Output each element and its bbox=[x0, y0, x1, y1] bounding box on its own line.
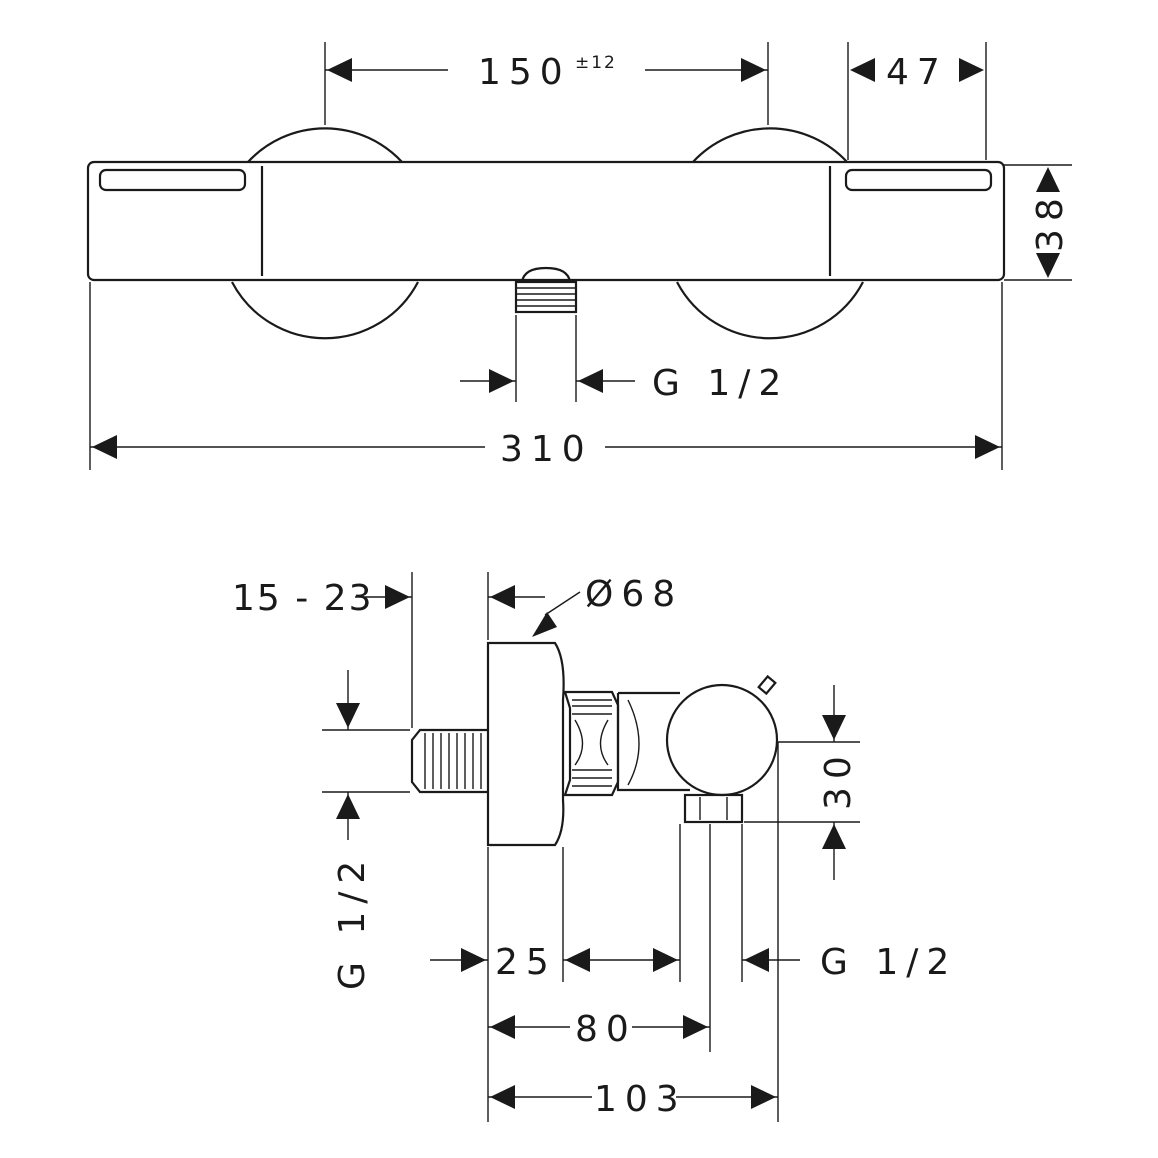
left-handle-slot bbox=[98, 168, 247, 192]
dimension-nut-to-outlet bbox=[563, 948, 680, 972]
dim-label-15-23: 15 - 23 bbox=[232, 578, 374, 619]
extension-lines bbox=[487, 742, 779, 1122]
dimension-30: 30 bbox=[744, 685, 860, 880]
dim-label-47: 47 bbox=[886, 52, 948, 93]
dim-label-g12-top: G 1/2 bbox=[652, 363, 789, 404]
dimension-inlet-thread: G 1/2 bbox=[322, 670, 410, 990]
dim-label-30: 30 bbox=[818, 748, 859, 810]
left-mount-arc-top bbox=[247, 127, 403, 163]
dim-label-80: 80 bbox=[575, 1009, 637, 1050]
dim-label-diameter-68: Ø68 bbox=[585, 574, 683, 615]
mixer-body bbox=[86, 160, 1006, 282]
thermostat-body bbox=[616, 691, 690, 792]
lower-outlet bbox=[683, 793, 744, 824]
side-view: 15 - 23 Ø68 G 1/2 30 bbox=[232, 572, 957, 1122]
dimension-diameter-68: Ø68 bbox=[532, 574, 683, 637]
right-mount-arc-top bbox=[692, 127, 848, 163]
dimension-80: 80 bbox=[488, 1009, 710, 1050]
nut-hatch bbox=[572, 699, 612, 787]
dimension-103: 103 bbox=[488, 1079, 778, 1120]
inlet-thread bbox=[410, 728, 488, 794]
dimension-outlet-thread-side: G 1/2 bbox=[742, 942, 957, 983]
thermostat-dial bbox=[665, 683, 779, 797]
inlet-thread-hatch bbox=[424, 733, 482, 789]
safety-pin bbox=[757, 674, 777, 696]
outlet-thread-hatch bbox=[516, 287, 576, 307]
right-handle-slot bbox=[844, 168, 993, 192]
dim-label-103: 103 bbox=[594, 1079, 687, 1120]
top-view: 150 ±12 47 38 G 1/2 310 bbox=[86, 42, 1072, 470]
dim-label-25: 25 bbox=[495, 942, 557, 983]
dimension-47: 47 bbox=[847, 42, 987, 160]
dimension-38: 38 bbox=[1004, 164, 1072, 281]
dim-label-g12-left: G 1/2 bbox=[332, 853, 373, 990]
dim-label-38: 38 bbox=[1030, 190, 1071, 252]
dimension-25: 25 bbox=[430, 942, 557, 983]
body-contour bbox=[627, 699, 640, 786]
dimension-outlet-thread: G 1/2 bbox=[460, 315, 789, 404]
dimension-310: 310 bbox=[89, 282, 1003, 470]
dim-tolerance: ±12 bbox=[575, 53, 617, 73]
dim-label-310: 310 bbox=[500, 429, 593, 470]
left-mount-arc-bottom bbox=[231, 281, 419, 340]
dim-label-150: 150 bbox=[478, 52, 571, 93]
right-mount-arc-bottom bbox=[676, 281, 864, 340]
outlet-thread bbox=[514, 280, 578, 314]
wall-plate bbox=[486, 641, 565, 847]
dimension-15-23: 15 - 23 bbox=[232, 572, 545, 728]
dimension-150: 150 ±12 bbox=[324, 42, 769, 125]
outlet-dome bbox=[520, 266, 572, 283]
dim-label-g12-bottom: G 1/2 bbox=[820, 942, 957, 983]
hex-nut bbox=[563, 690, 620, 797]
